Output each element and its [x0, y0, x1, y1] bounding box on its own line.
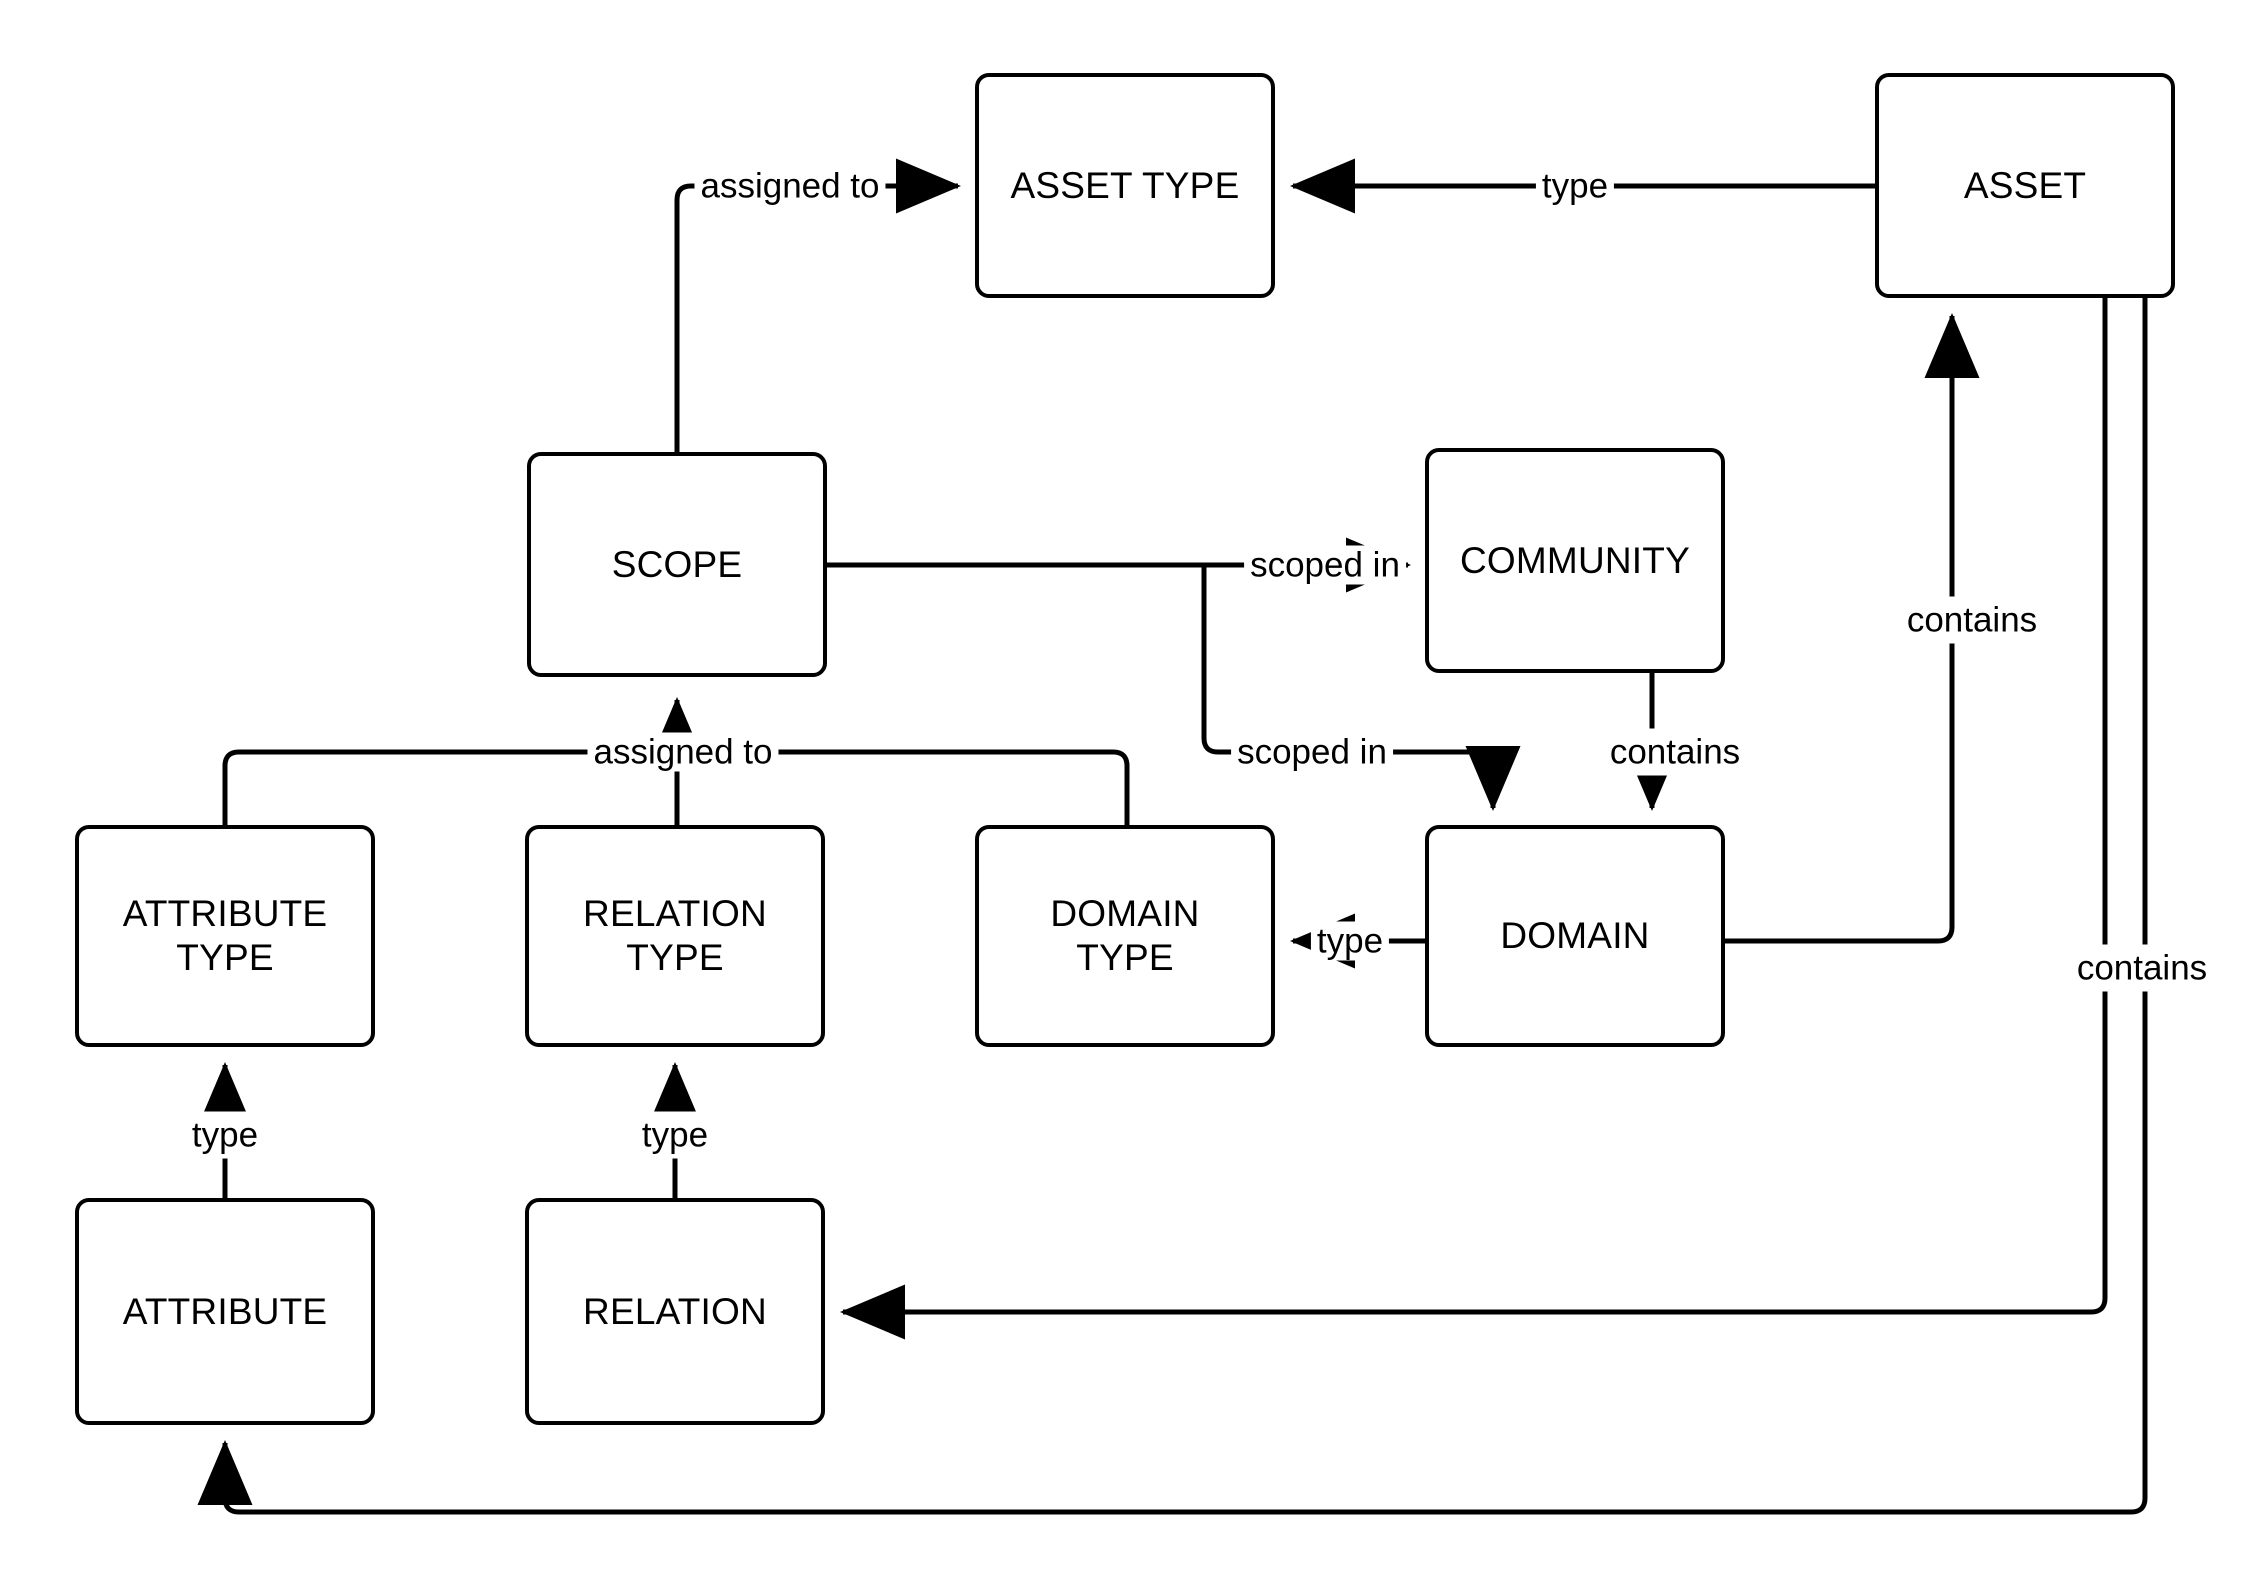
- node-attribute-type[interactable]: ATTRIBUTE TYPE: [75, 825, 375, 1047]
- node-domain-type[interactable]: DOMAIN TYPE: [975, 825, 1275, 1047]
- node-scope[interactable]: SCOPE: [527, 452, 827, 677]
- edge-label-community-contains-domain: contains: [1605, 728, 1745, 776]
- edge-label-asset-type: type: [1535, 166, 1615, 206]
- edge-asset-relation: [839, 298, 2108, 1340]
- node-attribute[interactable]: ATTRIBUTE: [75, 1198, 375, 1425]
- edge-asset-attribute: [197, 298, 2148, 1515]
- edge-scope-asset-type: [674, 158, 962, 452]
- node-community[interactable]: COMMUNITY: [1425, 448, 1725, 673]
- edge-label-attribute-type: type: [187, 1111, 263, 1159]
- node-relation-type[interactable]: RELATION TYPE: [525, 825, 825, 1047]
- node-label: COMMUNITY: [1460, 539, 1690, 581]
- node-label: RELATION: [583, 1290, 767, 1332]
- node-relation[interactable]: RELATION: [525, 1198, 825, 1425]
- edge-label-scope-scoped-in-domain: scoped in: [1231, 732, 1393, 772]
- node-asset-type[interactable]: ASSET TYPE: [975, 73, 1275, 298]
- node-label: ATTRIBUTE: [122, 1290, 328, 1332]
- node-label: ASSET: [1963, 164, 2087, 206]
- node-label: SCOPE: [611, 543, 743, 585]
- edge-domain-asset: [1725, 312, 1980, 944]
- node-label: DOMAIN: [1500, 915, 1650, 957]
- node-label: DOMAIN TYPE: [1050, 893, 1200, 978]
- node-domain[interactable]: DOMAIN: [1425, 825, 1725, 1047]
- edge-label-scope-assigned-to-asset-type: assigned to: [694, 166, 886, 206]
- edge-label-types-assigned-to-scope: assigned to: [587, 732, 779, 772]
- edge-label-domain-type: type: [1310, 921, 1390, 961]
- edge-label-scope-scoped-in-community: scoped in: [1244, 545, 1406, 585]
- edge-label-relation-type: type: [637, 1111, 713, 1159]
- edge-label-asset-contains-relation: contains: [2072, 944, 2212, 992]
- node-asset[interactable]: ASSET: [1875, 73, 2175, 298]
- node-label: ATTRIBUTE TYPE: [122, 893, 328, 978]
- edge-label-domain-contains-asset: contains: [1902, 596, 2042, 644]
- node-label: ASSET TYPE: [1010, 164, 1240, 206]
- node-label: RELATION TYPE: [583, 893, 767, 978]
